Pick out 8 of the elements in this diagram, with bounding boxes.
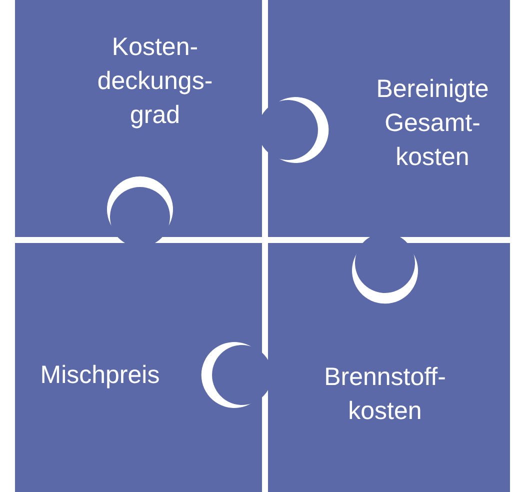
piece-label: Kosten- deckungs- grad: [96, 32, 214, 131]
piece-label: Bereinigte Gesamt- kosten: [375, 74, 490, 173]
puzzle-piece: [268, 0, 510, 293]
puzzle-piece: [15, 0, 318, 237]
puzzle-piece: [15, 187, 262, 492]
piece-label: Brennstoff- kosten: [323, 362, 447, 427]
piece-label: Mischpreis: [39, 360, 161, 391]
puzzle-piece: [212, 243, 510, 492]
